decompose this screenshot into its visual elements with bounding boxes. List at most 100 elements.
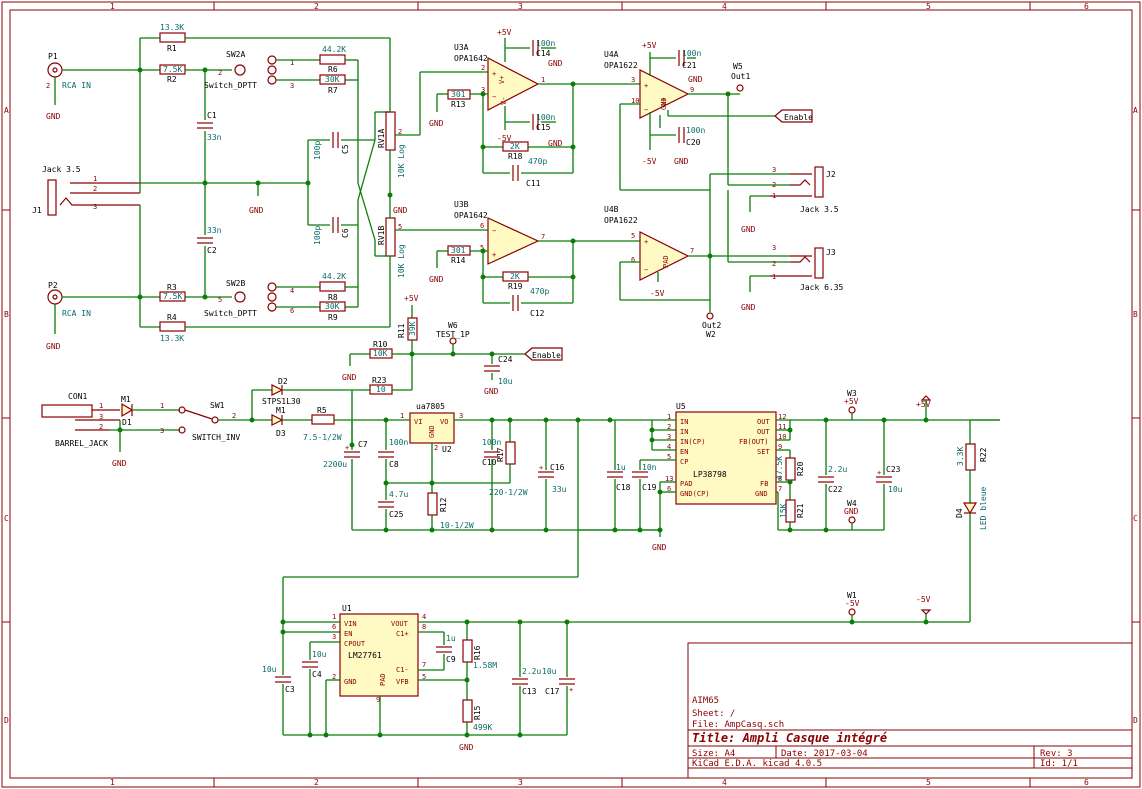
u4a-gnd: GND	[660, 97, 668, 110]
u3a-vminus: V-	[500, 97, 508, 105]
svg-text:2: 2	[481, 64, 485, 72]
r9-val: 30K	[325, 302, 340, 311]
c1-val: 33n	[207, 133, 222, 142]
resistor-r22[interactable]	[965, 443, 976, 471]
svg-text:2: 2	[46, 82, 50, 90]
rv1b-val: 10K Log	[397, 244, 406, 278]
c3-val: 10u	[262, 665, 277, 674]
ldo-u5[interactable]	[675, 411, 777, 505]
w3-ref: W3	[847, 389, 857, 398]
r9-ref: R9	[328, 313, 338, 322]
svg-text:1: 1	[160, 402, 164, 410]
testpoint-w2[interactable]	[706, 312, 714, 320]
gnd-label: GND	[46, 112, 61, 121]
svg-text:2: 2	[99, 423, 103, 431]
svg-text:6: 6	[667, 485, 671, 493]
col-label-3-bottom: 3	[518, 778, 523, 787]
barrel-jack-connector[interactable]	[41, 404, 93, 418]
r6-ref: R6	[328, 65, 338, 74]
d4-ref: D4	[955, 508, 964, 518]
row-label-c-right: C	[1133, 514, 1138, 523]
resistor-r5[interactable]	[311, 414, 335, 425]
opamp-u4a[interactable]	[639, 69, 690, 119]
gnd-label: GND	[652, 543, 667, 552]
svg-text:7: 7	[541, 233, 545, 241]
rca-p1-connector[interactable]	[47, 62, 63, 78]
svg-text:+: +	[877, 469, 881, 477]
svg-text:3: 3	[481, 86, 485, 94]
potentiometer-rv1a[interactable]	[385, 111, 396, 151]
r2-val: 7.5K	[163, 65, 182, 74]
svg-text:7: 7	[690, 247, 694, 255]
regulator-u2[interactable]	[409, 412, 455, 444]
c17-ref: C17	[545, 687, 560, 696]
gnd-label: GND	[741, 303, 756, 312]
minus5v-label: -5V	[650, 289, 665, 298]
switch-sw2b[interactable]	[234, 291, 246, 303]
c20-ref: C20	[686, 138, 701, 147]
u5-pin-cp: CP	[680, 458, 688, 466]
opamp-u3b[interactable]	[487, 217, 540, 265]
r5-val: 7.5-1/2W	[303, 433, 342, 442]
testpoint-w1[interactable]	[848, 608, 856, 616]
jack-j1-connector[interactable]	[47, 179, 57, 216]
testpoint-w3[interactable]	[848, 406, 856, 414]
svg-text:+: +	[644, 82, 648, 90]
svg-text:10: 10	[631, 97, 639, 105]
diode-d3[interactable]	[271, 414, 284, 426]
resistor-r1[interactable]	[159, 32, 186, 43]
diode-d1[interactable]	[121, 402, 134, 418]
svg-text:8: 8	[778, 475, 782, 483]
switch-sw2a[interactable]	[234, 64, 246, 76]
svg-text:+: +	[569, 686, 573, 694]
r19-ref: R19	[508, 282, 523, 291]
switch-sw1[interactable]	[211, 416, 219, 424]
resistor-r17[interactable]	[505, 441, 516, 465]
c20-val: 100n	[686, 126, 705, 135]
c9-val: 1u	[446, 634, 456, 643]
u1-pin-vin: VIN	[344, 620, 357, 628]
inverter-u1[interactable]	[339, 613, 419, 697]
r4-ref: R4	[167, 313, 177, 322]
c14-val: 100n	[536, 39, 555, 48]
w6-val: TEST_1P	[436, 330, 470, 339]
potentiometer-rv1b[interactable]	[385, 217, 396, 257]
opamp-u3a[interactable]	[487, 57, 540, 111]
jack-j3-connector[interactable]	[814, 247, 824, 279]
led-d4[interactable]	[962, 502, 978, 515]
u5-pin-pad: PAD	[680, 480, 693, 488]
plus5v-label: +5V	[497, 28, 512, 37]
svg-text:12: 12	[778, 413, 786, 421]
enable-bias: +5V R11 39K 10K R10 GND W6 TEST_1P C24 1…	[342, 294, 563, 445]
r13-ref: R13	[451, 100, 466, 109]
testpoint-w4[interactable]	[848, 516, 856, 524]
d1-val: M1	[121, 395, 131, 404]
opamp-u4b[interactable]	[639, 231, 690, 281]
jack-j2-connector[interactable]	[814, 166, 824, 198]
resistor-r12[interactable]	[427, 492, 438, 516]
diode-d2[interactable]	[271, 384, 284, 396]
resistor-r6[interactable]	[319, 54, 346, 65]
sw1-ref: SW1	[210, 401, 225, 410]
resistor-r4[interactable]	[159, 321, 186, 332]
testpoint-w5[interactable]	[736, 84, 744, 92]
svg-text:9: 9	[376, 696, 380, 704]
c15-val: 100n	[536, 113, 555, 122]
resistor-r16[interactable]	[462, 639, 473, 663]
resistor-r15[interactable]	[462, 699, 473, 723]
c21-ref: C21	[682, 61, 697, 70]
u4a-val: OPA1622	[604, 61, 638, 70]
u5-pin-out1: OUT	[757, 418, 770, 426]
c13-ref: C13	[522, 687, 537, 696]
c19-ref: C19	[642, 483, 657, 492]
svg-text:6: 6	[290, 307, 294, 315]
u5-pin-in1: IN	[680, 418, 688, 426]
resistor-r20[interactable]	[785, 457, 796, 481]
resistor-r8[interactable]	[319, 281, 346, 292]
u4a-vplus: V+	[660, 98, 668, 106]
power-input: CON1 132 BARREL_JACK GND M1 D1 13 SW1 SW…	[41, 377, 660, 578]
rca-p2-connector[interactable]	[47, 289, 63, 305]
c5-ref: C5	[341, 144, 350, 154]
u4a-ref: U4A	[604, 50, 619, 59]
